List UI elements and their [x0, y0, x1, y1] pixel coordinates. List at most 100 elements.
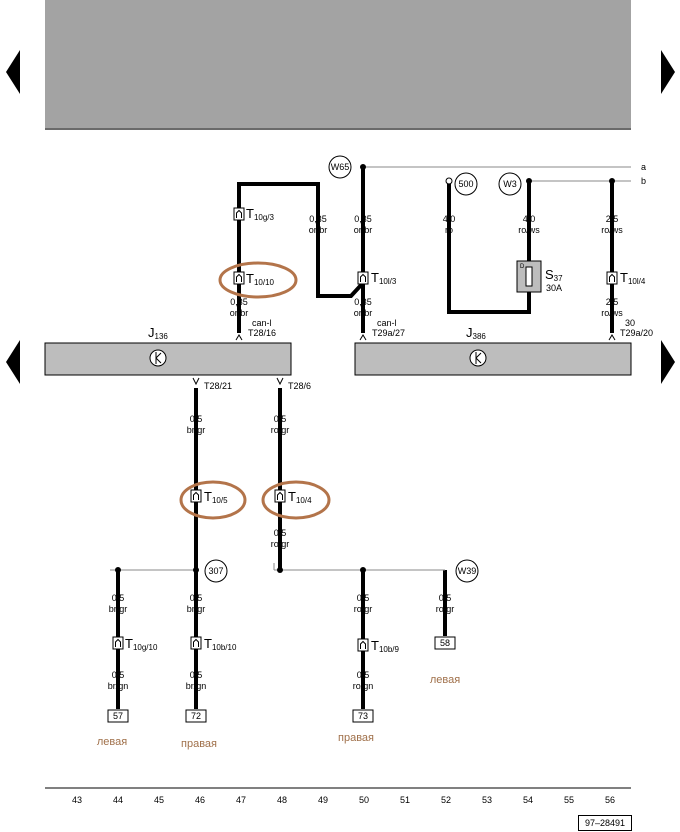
column-number: 43: [72, 795, 82, 805]
connector-t1010: T10/10: [246, 271, 275, 287]
column-number: 54: [523, 795, 533, 805]
wire-color: br/gn: [186, 681, 207, 691]
column-number: 50: [359, 795, 369, 805]
pin-t2816: T28/16: [248, 328, 276, 338]
terminal-73: 73: [352, 709, 374, 723]
svg-text:W39: W39: [458, 566, 477, 576]
ground-w39: W39: [455, 559, 479, 583]
highlight-ring: [261, 480, 331, 520]
next-section-arrow-icon[interactable]: [661, 340, 675, 384]
wire-size: 0,35: [354, 214, 372, 224]
pin-arrow-icon: [608, 334, 616, 341]
svg-text:58: 58: [440, 638, 450, 648]
wire-color: ro: [445, 225, 453, 235]
side-label-left: левая: [97, 736, 127, 748]
pin-arrow-icon: [359, 334, 367, 341]
connector-icon: [274, 489, 286, 503]
highlight-ring: [179, 480, 247, 520]
terminal-72: 72: [185, 709, 207, 723]
wire-color: br/gr: [187, 604, 206, 614]
junction-dot: [609, 178, 615, 184]
header-band: [45, 0, 631, 130]
connector-t10g3: T10g/3: [246, 206, 275, 222]
wire-color: ro/ws: [601, 225, 623, 235]
wire-color: or/br: [354, 308, 373, 318]
next-page-arrow-icon[interactable]: [661, 50, 675, 94]
column-number: 52: [441, 795, 451, 805]
junction-307: 307: [204, 559, 228, 583]
column-number: 51: [400, 795, 410, 805]
svg-text:D: D: [520, 264, 525, 270]
module-j386-label: J386: [466, 325, 486, 341]
connector-t10b10: T10b/10: [204, 636, 237, 652]
column-number: 55: [564, 795, 574, 805]
side-label-right: правая: [338, 732, 374, 744]
wire-size: 0,5: [274, 414, 287, 424]
wire-color: br/gr: [109, 604, 128, 614]
svg-text:W3: W3: [503, 179, 517, 189]
connector-t10g10: T10g/10: [125, 636, 158, 652]
connector-icon: [112, 636, 124, 650]
connector-t10l4: T10l/4: [620, 270, 646, 286]
wire-s37-loop: [447, 181, 531, 314]
wire-color: or/br: [309, 225, 328, 235]
svg-text:W65: W65: [331, 162, 350, 172]
pin-30: 30: [625, 318, 635, 328]
wire-size: 0,5: [190, 414, 203, 424]
wire-size: 4,0: [523, 214, 536, 224]
connector-icon: [233, 207, 245, 221]
wire-size: 0,35: [354, 297, 372, 307]
svg-text:73: 73: [358, 711, 368, 721]
pin-arrow-icon: [235, 334, 243, 341]
svg-text:307: 307: [208, 566, 223, 576]
wire-size: 0,5: [357, 593, 370, 603]
wire-color: br/gn: [108, 681, 129, 691]
fuse-s37: D: [516, 260, 542, 293]
column-numbers: 43 44 45 46 47 48 49 50 51 52 53 54 55 5…: [72, 795, 615, 805]
column-number: 47: [236, 795, 246, 805]
wire-size: 0,35: [309, 214, 327, 224]
open-terminal: [445, 177, 453, 185]
side-label-right: правая: [181, 738, 217, 750]
figure-id: 97–28491: [578, 815, 632, 831]
connector-t10b9: T10b/9: [371, 638, 400, 654]
connector-t104: T10/4: [288, 489, 312, 505]
wire-size: 0,5: [274, 528, 287, 538]
wire-color: ro/ws: [518, 225, 540, 235]
wire-size: 0,5: [190, 670, 203, 680]
pin-t286: T28/6: [288, 381, 311, 391]
junction-dot: [526, 178, 532, 184]
module-j136: [44, 342, 292, 376]
wire-size: 0,5: [439, 593, 452, 603]
wire-size: 0,5: [112, 593, 125, 603]
prev-page-arrow-icon[interactable]: [6, 50, 20, 94]
wire-color: ro/gr: [354, 604, 373, 614]
can-label: can-l: [252, 318, 272, 328]
highlight-ring: [218, 261, 298, 299]
wire-size: 0,5: [357, 670, 370, 680]
column-number: 56: [605, 795, 615, 805]
column-number: 48: [277, 795, 287, 805]
svg-text:57: 57: [113, 711, 123, 721]
column-number: 44: [113, 795, 123, 805]
wire-size: 0,5: [112, 670, 125, 680]
wire-can-loop: [237, 167, 365, 333]
wire-size: 2,5: [606, 297, 619, 307]
wire-color: or/br: [230, 308, 249, 318]
connector-t105: T10/5: [204, 489, 228, 505]
wire-size: 2,5: [606, 214, 619, 224]
bus-label-b: b: [641, 176, 646, 186]
pin-arrow-icon: [192, 377, 200, 386]
ground-w65: W65: [328, 155, 352, 179]
column-number: 45: [154, 795, 164, 805]
column-number: 46: [195, 795, 205, 805]
wire-color: br/gr: [187, 425, 206, 435]
prev-section-arrow-icon[interactable]: [6, 340, 20, 384]
ground-w3: W3: [498, 172, 522, 196]
fuse-s37-label: S37: [545, 267, 563, 283]
column-number: 53: [482, 795, 492, 805]
fuse-rating: 30A: [546, 283, 562, 293]
pin-t2821: T28/21: [204, 381, 232, 391]
connector-icon: [190, 489, 202, 503]
connector-icon: [190, 636, 202, 650]
